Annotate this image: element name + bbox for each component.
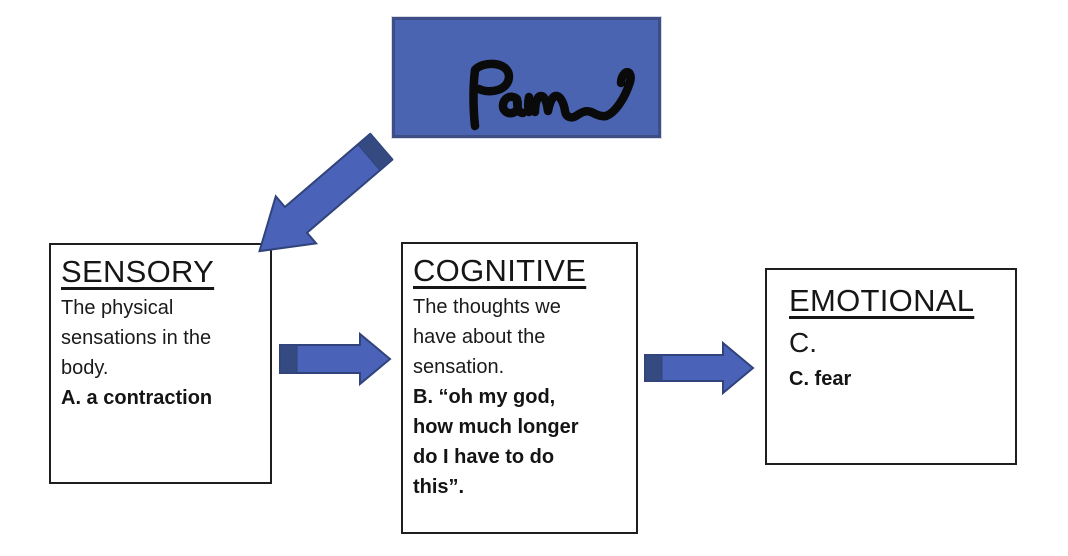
cognitive-description-line: have about the <box>413 326 546 348</box>
cognitive-description-line: sensation. <box>413 356 505 378</box>
emotional-example-line: C. fear <box>789 368 852 390</box>
pain-ink-stroke <box>469 59 635 131</box>
cognitive-example-line: this”. <box>413 476 465 498</box>
cognitive-example-line: how much longer <box>413 416 579 438</box>
sensory-title: SENSORY <box>61 254 215 289</box>
sensory-description-line: body. <box>61 357 109 379</box>
cognitive-example-line: B. “oh my god, <box>413 386 556 408</box>
pain-box <box>392 17 661 138</box>
pain-handwriting <box>469 59 635 131</box>
emotional-box: EMOTIONAL C. C. fear <box>765 268 1017 465</box>
cognitive-title: COGNITIVE <box>413 253 587 288</box>
cognitive-description-line: The thoughts we <box>413 296 561 318</box>
arrow-cognitive-to-emotional-icon <box>644 340 755 396</box>
sensory-description-line: The physical <box>61 297 174 319</box>
cognitive-example-line: do I have to do <box>413 446 555 468</box>
sensory-example-line: A. a contraction <box>61 387 213 409</box>
emotional-title: EMOTIONAL <box>789 283 975 318</box>
cognitive-box: COGNITIVE The thoughts we have about the… <box>401 242 638 534</box>
emotional-letter-line: C. <box>789 327 817 358</box>
arrow-sensory-to-cognitive-icon <box>279 331 392 387</box>
sensory-description-line: sensations in the <box>61 327 212 349</box>
sensory-box: SENSORY The physical sensations in the b… <box>49 243 272 484</box>
